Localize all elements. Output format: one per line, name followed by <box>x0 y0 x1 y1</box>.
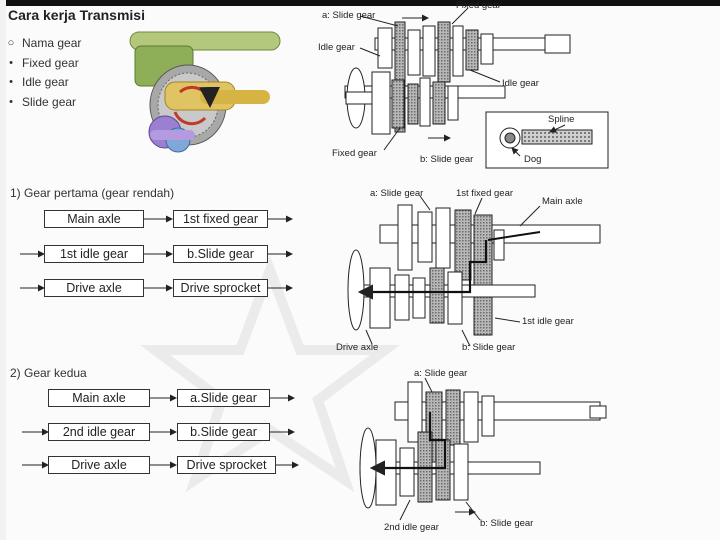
gear1-flow-arrows <box>20 215 293 292</box>
gear2-flow-arrows <box>22 394 299 469</box>
top-border <box>0 0 720 6</box>
label-g1-1st-fixed-gear: 1st fixed gear <box>456 188 513 199</box>
legend-label: Idle gear <box>22 75 69 89</box>
gear1-flow-from-1st-idle-gear: 1st idle gear <box>44 245 144 263</box>
gear1-flow-to-b-slide-gear: b.Slide gear <box>173 245 268 263</box>
gear2-heading: 2) Gear kedua <box>10 366 87 380</box>
page-title: Cara kerja Transmisi <box>8 7 145 23</box>
label-g2-a-slide-gear: a: Slide gear <box>414 368 467 379</box>
legend-marker: • <box>9 76 13 88</box>
gear2-transmission-diagram <box>359 377 607 521</box>
watermark-star <box>139 255 401 493</box>
legend-label: Slide gear <box>22 94 77 109</box>
label-g1-1st-idle-gear: 1st idle gear <box>522 316 574 327</box>
label-g2-2nd-idle-gear: 2nd idle gear <box>384 522 439 533</box>
gear2-flow-to-drive-sprocket: Drive sprocket <box>177 456 276 474</box>
gear1-heading: 1) Gear pertama (gear rendah) <box>10 186 175 200</box>
legend-marker: ○ <box>7 37 15 49</box>
label-top-fixed-gear-bottom: Fixed gear <box>332 148 377 159</box>
gear1-flow-to-1st-fixed-gear: 1st fixed gear <box>173 210 268 228</box>
label-top-idle-gear-left: Idle gear <box>318 42 355 53</box>
left-border <box>0 0 6 540</box>
legend-item: • Slide gear <box>6 93 81 113</box>
label-top-idle-gear-right: Idle gear <box>502 78 539 89</box>
gear2-flow-to-b-slide-gear: b.Slide gear <box>177 423 270 441</box>
gear1-flow-from-drive-axle: Drive axle <box>44 279 144 297</box>
label-top-b-slide-gear: b: Slide gear <box>420 154 473 165</box>
gear1-transmission-diagram <box>347 195 601 347</box>
gear1-flow-to-drive-sprocket: Drive sprocket <box>173 279 268 297</box>
legend-label: Fixed gear <box>22 55 79 70</box>
top-transmission-diagram <box>344 7 609 169</box>
legend-marker: • <box>9 95 13 108</box>
label-g1-b-slide-gear: b: Slide gear <box>462 342 515 353</box>
label-g1-drive-axle: Drive axle <box>336 342 378 353</box>
label-g1-main-axle: Main axle <box>542 196 583 207</box>
legend-item: • Fixed gear <box>6 54 81 74</box>
label-top-a-slide-gear: a: Slide gear <box>322 10 375 21</box>
label-g1-a-slide-gear: a: Slide gear <box>370 188 423 199</box>
legend-item: ○ Nama gear <box>6 34 82 54</box>
label-top-spline: Spline <box>548 114 574 125</box>
label-top-dog: Dog <box>524 154 541 165</box>
gear2-flow-from-main-axle: Main axle <box>48 389 150 407</box>
label-top-fixed-gear-top: Fixed gear <box>456 0 501 11</box>
gear2-flow-to-a-slide-gear: a.Slide gear <box>177 389 270 407</box>
legend-label: Nama gear <box>22 36 82 50</box>
gear2-flow-from-drive-axle: Drive axle <box>48 456 150 474</box>
legend-item: • Idle gear <box>6 73 81 93</box>
label-g2-b-slide-gear: b: Slide gear <box>480 518 533 529</box>
gear-type-legend: ○ Nama gear • Fixed gear • Idle gear • Slide… <box>6 34 82 113</box>
gear2-flow-from-2nd-idle-gear: 2nd idle gear <box>48 423 150 441</box>
gear1-flow-from-main-axle: Main axle <box>44 210 144 228</box>
transmission-render-illustration <box>129 31 281 153</box>
legend-marker: • <box>9 56 13 69</box>
